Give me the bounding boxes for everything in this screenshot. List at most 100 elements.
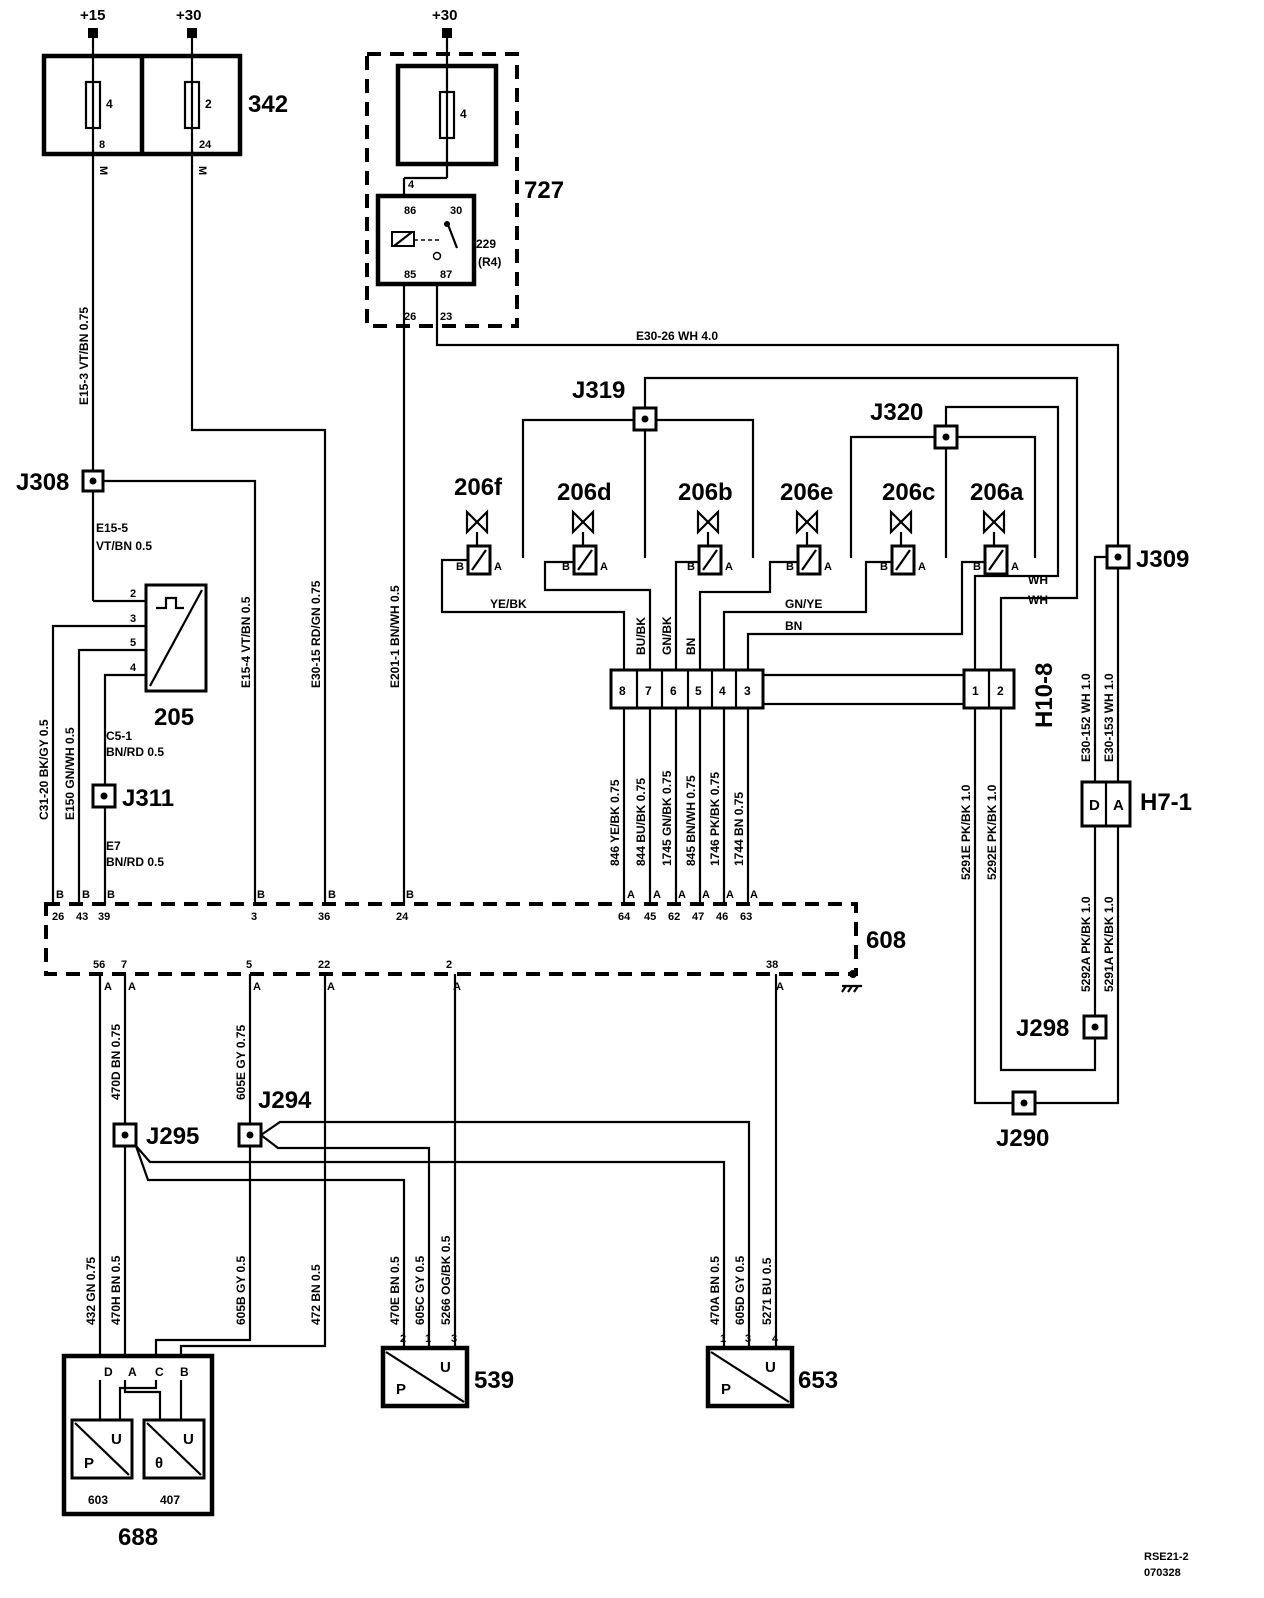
svg-text:U: U: [183, 1431, 194, 1448]
svg-text:206e: 206e: [780, 479, 833, 506]
valve-icon: [982, 509, 1006, 535]
svg-text:A: A: [327, 981, 335, 993]
svg-text:A: A: [918, 561, 926, 573]
fuse-number: 2: [205, 97, 212, 111]
component-342: 342: [248, 91, 288, 118]
svg-text:5271 BU 0.5: 5271 BU 0.5: [760, 1257, 774, 1325]
connector-h7-1: D A H7-1: [1080, 780, 1192, 828]
svg-text:845 BN/WH 0.75: 845 BN/WH 0.75: [684, 775, 698, 866]
wire-label: E30-26 WH 4.0: [636, 329, 718, 343]
svg-text:B: B: [406, 889, 414, 901]
svg-text:844 BU/BK 0.75: 844 BU/BK 0.75: [634, 778, 648, 866]
wire-label: E15-4 VT/BN 0.5: [239, 596, 253, 688]
sensor-205: 2 3 5 4 205: [51, 583, 208, 904]
component-653: 653: [798, 1367, 838, 1394]
supply-label-30b: +30: [432, 7, 457, 24]
svg-text:E15-5: E15-5: [96, 521, 128, 535]
supply-label-15: +15: [80, 7, 105, 24]
svg-text:U: U: [765, 1359, 776, 1376]
svg-text:B: B: [880, 561, 888, 573]
sensor-688: D A C B P U θ U 603 407 688: [61, 1353, 215, 1551]
svg-text:D: D: [1089, 797, 1100, 814]
svg-text:24: 24: [396, 911, 409, 923]
footer-date: 070328: [1144, 1567, 1181, 1579]
valve-206d: 206d B A: [557, 479, 612, 576]
svg-text:2: 2: [400, 1333, 406, 1345]
junction-label: J319: [572, 377, 625, 404]
svg-text:605E GY 0.75: 605E GY 0.75: [234, 1025, 248, 1100]
wire-label: E150 GN/WH 0.5: [63, 727, 77, 820]
svg-text:206a: 206a: [970, 479, 1024, 506]
fuse-pin: 24: [199, 139, 212, 151]
fuse-number: 4: [460, 107, 467, 121]
component-688: 688: [118, 1524, 158, 1551]
valve-icon: [571, 509, 595, 535]
svg-text:64: 64: [618, 911, 631, 923]
svg-text:GN/BK: GN/BK: [660, 616, 674, 655]
svg-text:5: 5: [695, 684, 702, 698]
junction-label: J311: [122, 785, 174, 812]
connector-608: 608: [44, 902, 906, 993]
supply-terminal-15: [88, 28, 98, 38]
svg-text:A: A: [824, 561, 832, 573]
valve-206b: 206b B A: [678, 479, 733, 576]
svg-text:5266 OG/BK 0.5: 5266 OG/BK 0.5: [439, 1235, 453, 1325]
svg-text:46: 46: [716, 911, 728, 923]
svg-text:1745 GN/BK 0.75: 1745 GN/BK 0.75: [660, 770, 674, 866]
svg-text:26: 26: [52, 911, 64, 923]
svg-text:1: 1: [972, 684, 979, 698]
wire-label: E15-3 VT/BN 0.75: [77, 307, 91, 405]
svg-text:1746 PK/BK 0.75: 1746 PK/BK 0.75: [708, 772, 722, 866]
svg-text:5291E PK/BK 1.0: 5291E PK/BK 1.0: [959, 784, 973, 880]
svg-text:BN: BN: [785, 619, 802, 633]
junction-label: J294: [258, 1087, 312, 1114]
svg-text:A: A: [678, 889, 686, 901]
relay-229: 229: [476, 237, 496, 251]
svg-text:5: 5: [130, 637, 136, 649]
valve-icon: [465, 509, 489, 535]
svg-text:D: D: [104, 1365, 113, 1379]
svg-text:407: 407: [160, 1493, 180, 1507]
svg-text:2: 2: [997, 684, 1004, 698]
svg-text:P: P: [721, 1381, 731, 1398]
svg-text:23: 23: [440, 311, 452, 323]
svg-text:A: A: [1113, 797, 1124, 814]
svg-text:A: A: [128, 981, 136, 993]
svg-text:A: A: [776, 981, 784, 993]
svg-text:5291A PK/BK 1.0: 5291A PK/BK 1.0: [1102, 896, 1116, 992]
svg-text:605D GY 0.5: 605D GY 0.5: [733, 1256, 747, 1325]
junction-label: J308: [16, 469, 69, 496]
svg-text:B: B: [328, 889, 336, 901]
svg-text:206c: 206c: [882, 479, 935, 506]
junction-label: J295: [146, 1123, 199, 1150]
svg-text:A: A: [750, 889, 758, 901]
svg-text:38: 38: [766, 959, 778, 971]
svg-text:1: 1: [720, 1333, 726, 1345]
svg-text:E7: E7: [106, 839, 121, 853]
svg-text:432 GN 0.75: 432 GN 0.75: [84, 1257, 98, 1325]
svg-text:BN/RD 0.5: BN/RD 0.5: [106, 855, 164, 869]
svg-text:206b: 206b: [678, 479, 733, 506]
wire-label: E30-15 RD/GN 0.75: [309, 580, 323, 688]
svg-text:3: 3: [251, 911, 257, 923]
valve-206e: 206e B A: [780, 479, 833, 576]
svg-text:1: 1: [425, 1333, 431, 1345]
svg-text:B: B: [257, 889, 265, 901]
fuse-m: M: [196, 166, 208, 175]
svg-text:470D BN 0.75: 470D BN 0.75: [109, 1024, 123, 1100]
svg-text:47: 47: [692, 911, 704, 923]
ground-icon: [841, 984, 862, 993]
svg-text:A: A: [653, 889, 661, 901]
svg-text:E30-153 WH 1.0: E30-153 WH 1.0: [1102, 673, 1116, 762]
svg-text:U: U: [440, 1359, 451, 1376]
junction-label: J298: [1016, 1015, 1069, 1042]
valve-icon: [696, 509, 720, 535]
component-h7-1: H7-1: [1140, 789, 1192, 816]
svg-text:P: P: [84, 1455, 94, 1472]
svg-text:2: 2: [130, 588, 136, 600]
supply-terminal-30a: [187, 28, 197, 38]
sensor-539: 2 1 3 P U 539: [380, 1333, 514, 1409]
svg-text:4: 4: [130, 662, 137, 674]
svg-text:22: 22: [318, 959, 330, 971]
